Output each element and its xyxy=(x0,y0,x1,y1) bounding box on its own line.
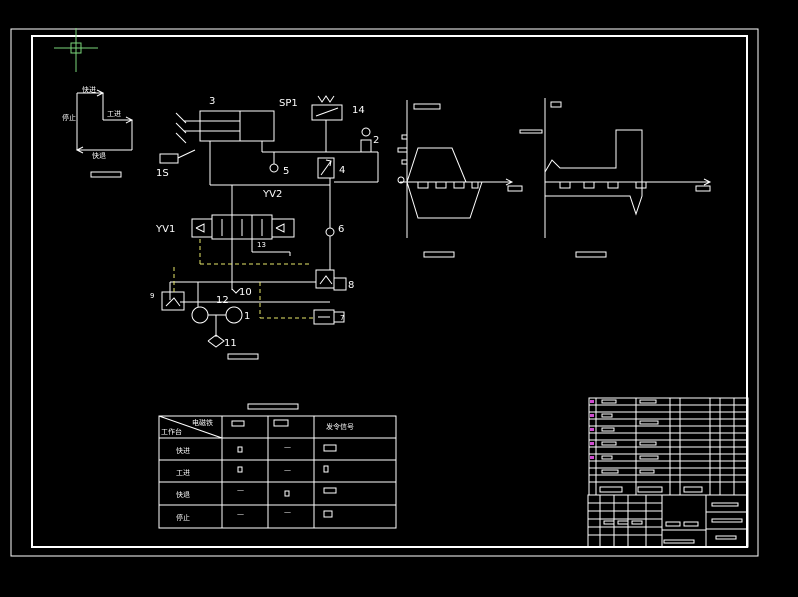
label-1: 1 xyxy=(244,311,250,322)
pump-1 xyxy=(225,306,243,324)
table-cell-yv1-row2: — xyxy=(237,486,244,494)
table-row-work-feed: 工进 xyxy=(176,469,190,477)
action-table xyxy=(158,403,397,529)
table-header-command: 发令信号 xyxy=(326,422,354,431)
cycle-label-fast-return: 快退 xyxy=(92,151,106,160)
work-cycle-diagram xyxy=(75,89,134,178)
label-sp1: SP1 xyxy=(279,98,298,109)
table-cell-yv2-row1: — xyxy=(284,466,291,474)
label-yv2: YV2 xyxy=(262,189,282,200)
parts-list-marks xyxy=(590,400,594,459)
label-8: 8 xyxy=(348,280,354,291)
hydraulic-cylinder xyxy=(199,110,275,142)
cycle-label-stop: 停止 xyxy=(62,113,76,122)
label-13: 13 xyxy=(257,241,266,249)
label-6: 6 xyxy=(338,224,344,235)
pilot-lines xyxy=(173,239,314,319)
limit-switch-1s xyxy=(159,153,179,164)
table-row-stop: 停止 xyxy=(176,513,190,522)
check-valve xyxy=(325,227,335,237)
parts-list xyxy=(588,397,749,496)
sheet-border xyxy=(10,28,759,557)
table-cell-yv2-row3: — xyxy=(284,508,291,516)
cycle-label-fast-forward: 快进 xyxy=(82,85,96,94)
table-cell-yv1-row3: — xyxy=(237,510,244,518)
label-1s: 1S xyxy=(156,168,169,179)
cycle-label-work-feed: 工进 xyxy=(107,110,121,118)
pressure-gauge xyxy=(269,163,279,173)
label-12: 12 xyxy=(216,295,229,306)
label-10: 10 xyxy=(239,287,252,298)
sequence-valve xyxy=(317,157,335,179)
label-yv1: YV1 xyxy=(155,224,175,235)
table-header-worktable: 工作台 xyxy=(161,427,182,436)
label-14: 14 xyxy=(352,105,365,116)
label-7: 7 xyxy=(340,314,344,322)
table-cell-yv2-row0: — xyxy=(284,443,291,451)
characteristic-diagram-1 xyxy=(397,100,523,258)
valve-8 xyxy=(315,269,335,289)
label-2: 2 xyxy=(373,135,379,146)
hydraulic-circuit xyxy=(159,95,379,360)
table-header-solenoid: 电磁铁 xyxy=(192,418,213,427)
label-9: 9 xyxy=(150,292,154,300)
label-4: 4 xyxy=(339,165,345,176)
table-row-fast-return: 快退 xyxy=(176,490,190,499)
pressure-switch xyxy=(311,104,343,121)
label-cylinder-3: 3 xyxy=(209,96,215,107)
pump-12 xyxy=(191,306,209,324)
characteristic-diagram-2 xyxy=(519,98,712,258)
crosshair-cursor[interactable] xyxy=(54,28,98,72)
table-row-fast-forward: 快进 xyxy=(176,446,190,455)
title-block xyxy=(587,494,749,548)
relief-valve xyxy=(161,291,185,311)
label-5: 5 xyxy=(283,166,289,177)
label-11: 11 xyxy=(224,338,237,349)
